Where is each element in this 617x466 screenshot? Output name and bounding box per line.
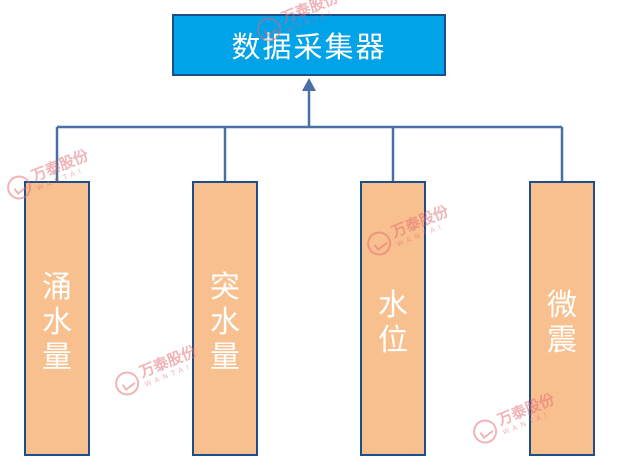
sensor-label: 水位 [378, 287, 408, 358]
sensor-node-water-level: 水位 [360, 181, 426, 456]
sensor-label: 涌水量 [42, 270, 72, 375]
data-collector-node: 数据采集器 [172, 14, 446, 76]
arrow-head-icon [302, 78, 316, 91]
sensor-node-water-inrush: 突水量 [192, 181, 258, 456]
sensor-label: 微震 [547, 287, 577, 358]
sensor-node-microseismic: 微震 [529, 181, 595, 456]
sensor-label: 突水量 [210, 270, 240, 375]
sensor-node-water-inflow: 涌水量 [24, 181, 90, 456]
data-collector-label: 数据采集器 [231, 30, 387, 64]
